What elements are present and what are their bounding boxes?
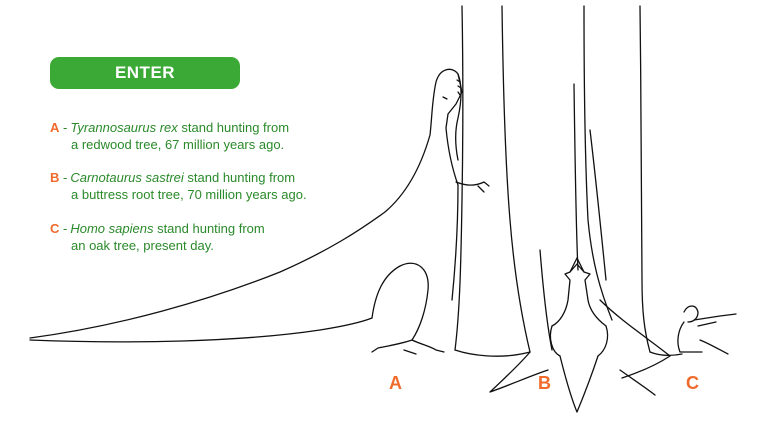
caption-detail: a redwood tree, 67 million years ago. — [71, 137, 285, 152]
caption-b: B - Carnotaurus sastrei stand hunting fr… — [50, 169, 350, 203]
caption-c: C - Homo sapiens stand hunting from an o… — [50, 220, 350, 254]
carnotaurus-sastrei-figure — [549, 257, 609, 413]
caption-letter-b: B — [50, 170, 60, 185]
species-name: Tyrannosaurus rex — [70, 120, 178, 135]
caption-letter-a: A — [50, 120, 60, 135]
redwood-tree — [454, 5, 531, 357]
species-name: Homo sapiens — [70, 221, 154, 236]
caption-a: A - Tyrannosaurus rex stand hunting from… — [50, 119, 350, 153]
oak-tree — [639, 5, 683, 356]
figure-label-c: C — [686, 373, 699, 393]
species-name: Carnotaurus sastrei — [70, 170, 184, 185]
homo-sapiens-figure — [677, 305, 737, 355]
caption-detail: an oak tree, present day. — [71, 238, 214, 253]
caption-letter-c: C — [50, 221, 60, 236]
tyrannosaurus-rex-figure — [29, 68, 490, 355]
buttress-root-tree — [489, 5, 671, 396]
figure-label-b: B — [538, 373, 551, 393]
figure-label-a: A — [389, 373, 402, 393]
enter-button[interactable]: ENTER — [50, 57, 240, 89]
caption-detail: a buttress root tree, 70 million years a… — [71, 187, 307, 202]
